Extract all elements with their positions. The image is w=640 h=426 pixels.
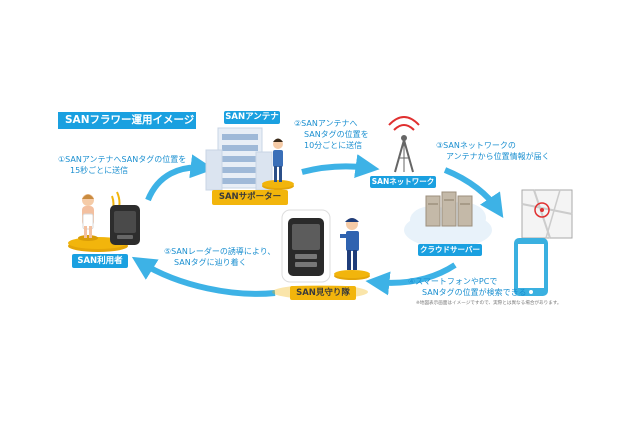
san-radar-device-icon — [281, 209, 331, 283]
diagram-title: SANフラワー運用イメージ — [58, 112, 196, 129]
map-screen-icon — [521, 189, 573, 239]
arrow-phone-to-guardian — [365, 262, 457, 296]
footnote: ※地図表示画面はイメージですので、実際とは異なる場合があります。 — [416, 301, 562, 306]
smartphone-icon — [514, 238, 548, 296]
san-tag-device-icon — [110, 205, 140, 245]
supporter-label: SANサポーター — [212, 190, 288, 205]
step-1-text: ①SANアンテナへSANタグの位置を 15秒ごとに送信 — [58, 155, 187, 175]
user-figure-icon — [68, 191, 128, 252]
arrow-guardian-to-user — [131, 256, 276, 297]
arrow-supporter-to-network — [301, 154, 380, 178]
step-5-text: ⑤SANレーダーの誘導により、 SANタグに辿り着く — [164, 247, 276, 267]
step-3-text: ③SANネットワークの アンテナから位置情報が届く — [436, 141, 550, 161]
antenna-building-icon — [205, 127, 273, 191]
step-2-text: ②SANアンテナへ SANタグの位置を 10分ごとに送信 — [294, 119, 369, 150]
user-label: SAN利用者 — [72, 254, 128, 268]
cloud-server-label: クラウドサーバー — [418, 244, 482, 256]
guardian-figure-icon — [334, 218, 370, 280]
arrow-network-to-phone — [443, 167, 504, 218]
cloud-server-icon — [404, 191, 492, 248]
network-label: SANネットワーク — [370, 176, 436, 188]
supporter-figure-icon — [262, 138, 294, 190]
guardian-label: SAN見守り隊 — [290, 286, 356, 300]
arrow-user-to-supporter — [145, 154, 215, 202]
network-antenna-icon — [388, 116, 420, 173]
antenna-building-label: SANアンテナ — [224, 111, 280, 124]
step-4-text: ④スマートフォンやPCで SANタグの位置が検索できる — [408, 277, 527, 297]
